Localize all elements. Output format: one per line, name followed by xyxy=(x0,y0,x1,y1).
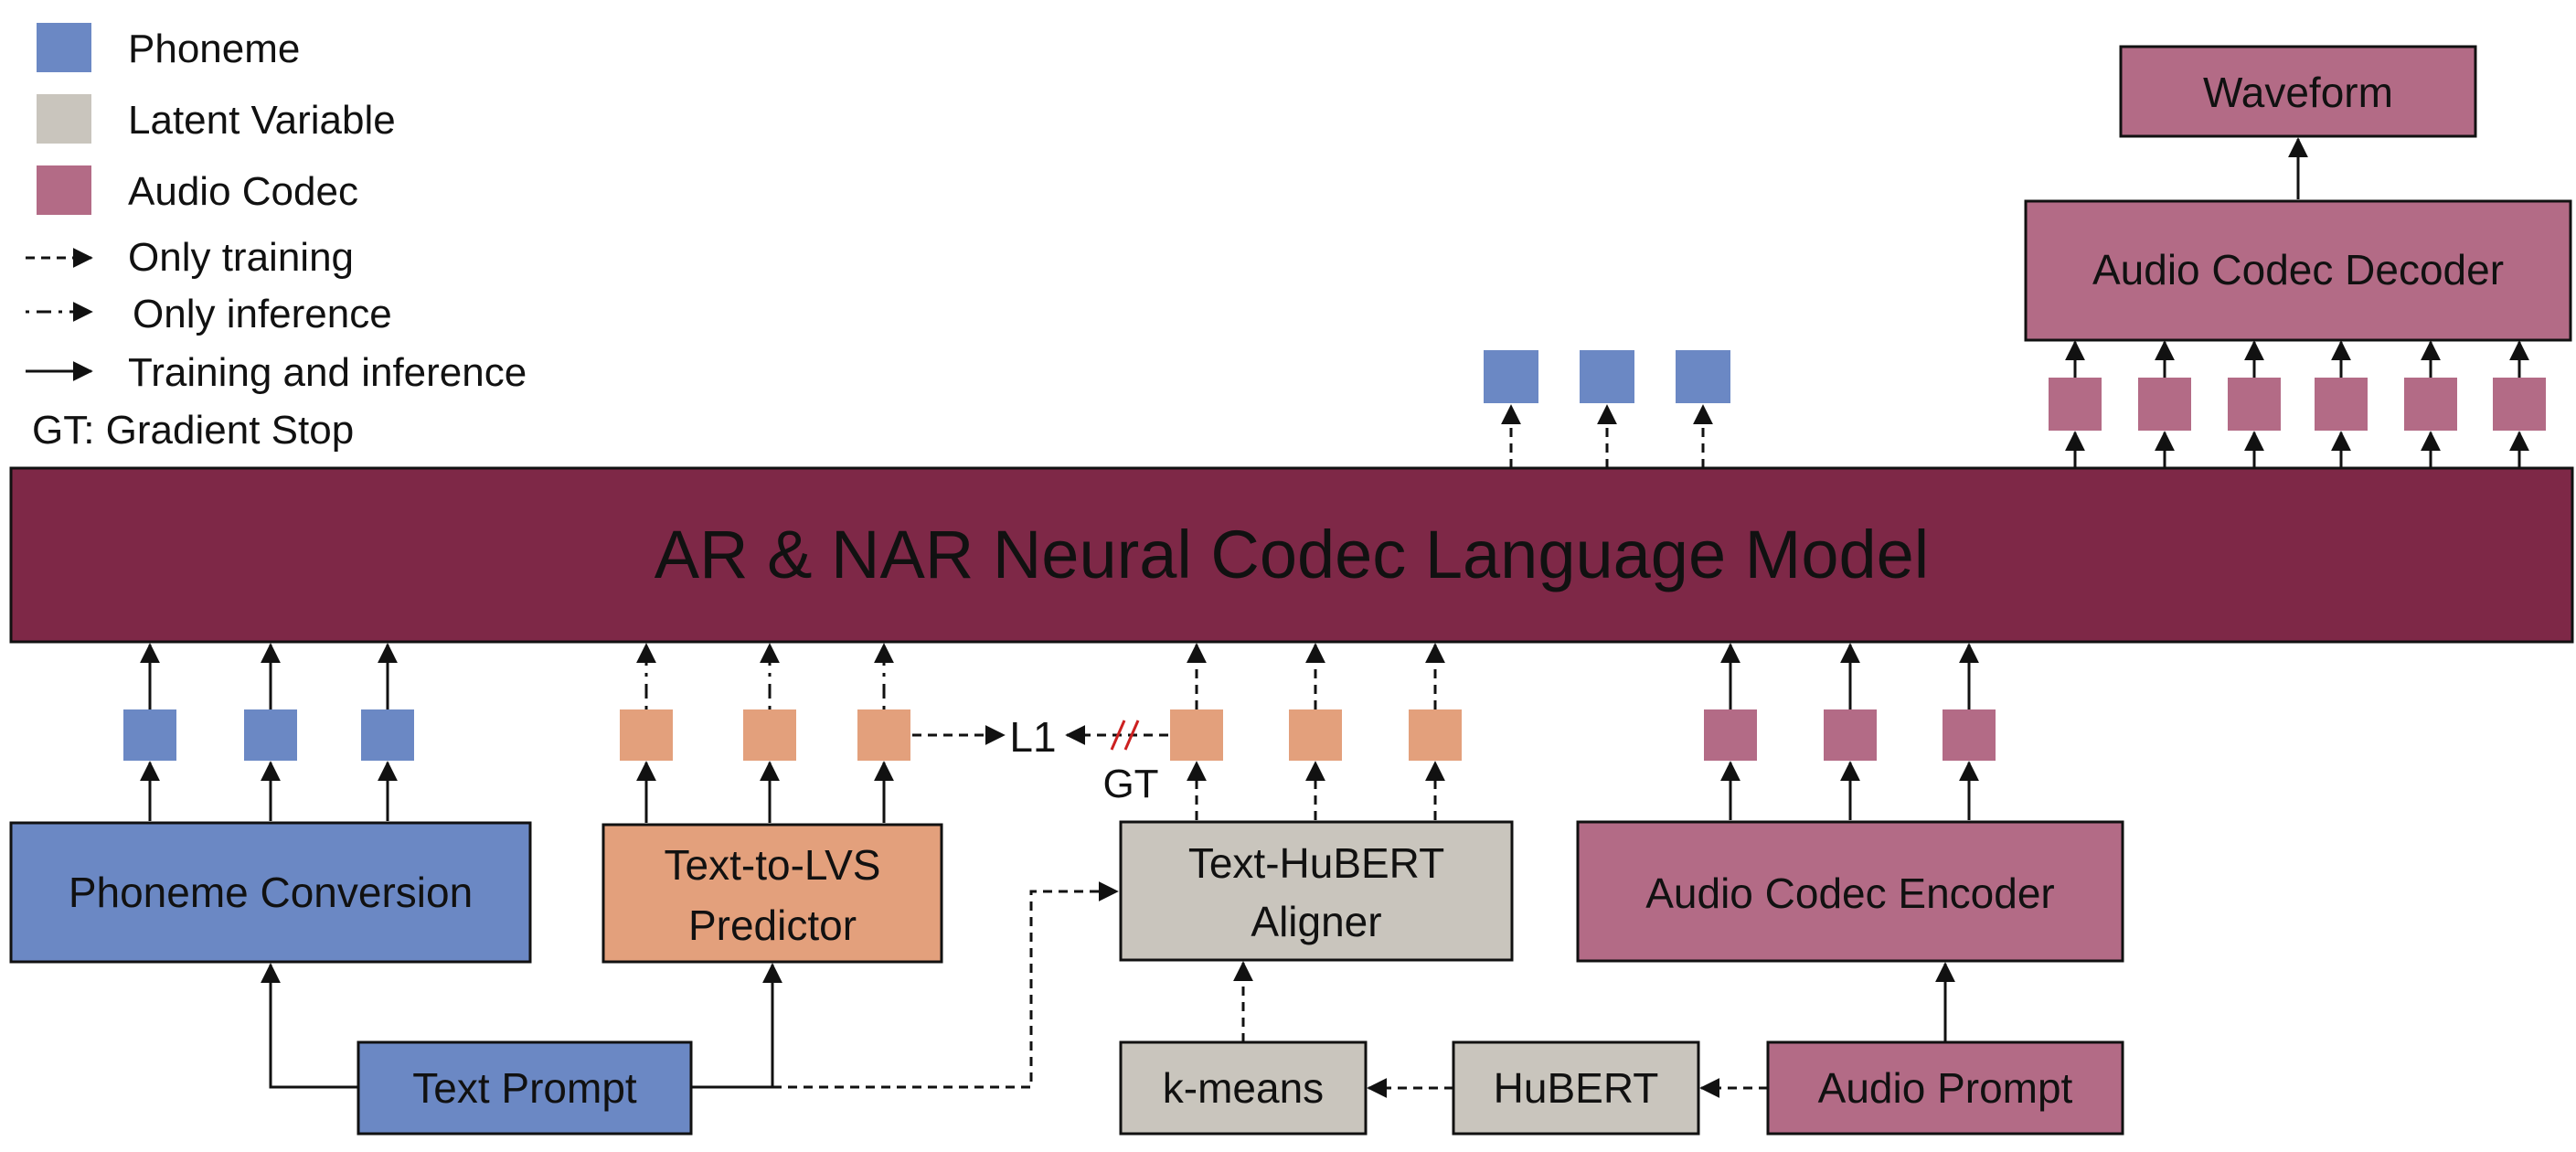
text-to-lvs-predictor-label-line1: Text-to-LVS xyxy=(665,841,881,889)
output-phoneme-token xyxy=(1676,350,1730,403)
text-hubert-aligner-label-line2: Aligner xyxy=(1251,898,1381,945)
audio-codec-encoder-label: Audio Codec Encoder xyxy=(1645,869,2055,917)
waveform-box xyxy=(2119,45,2477,138)
predicted-lvs-token xyxy=(743,709,796,761)
predicted-lvs-tokens xyxy=(620,643,910,823)
text-hubert-aligner-box xyxy=(1119,820,1514,962)
legend-only-training-label: Only training xyxy=(128,235,354,280)
legend-gradient-stop-label: GT: Gradient Stop xyxy=(32,408,354,453)
gradient-stop-mark xyxy=(1110,720,1140,751)
output-phoneme-tokens xyxy=(1484,350,1730,468)
output-phoneme-token xyxy=(1484,350,1538,403)
legend-phoneme-label: Phoneme xyxy=(128,27,300,71)
input-phoneme-tokens xyxy=(123,643,414,821)
legend-train-infer-label: Training and inference xyxy=(128,350,527,395)
audio-codec-decoder-label: Audio Codec Decoder xyxy=(2092,246,2504,293)
text-to-lvs-predictor-label-line2: Predictor xyxy=(688,901,857,949)
kmeans-label: k-means xyxy=(1163,1064,1324,1112)
output-codec-token xyxy=(2493,378,2546,431)
text-prompt-box xyxy=(357,1040,693,1136)
output-codec-token xyxy=(2404,378,2457,431)
phoneme-conversion-label: Phoneme Conversion xyxy=(69,869,473,916)
audio-prompt-box xyxy=(1766,1040,2124,1136)
text-prompt-to-predictor-arrow xyxy=(691,963,782,1089)
input-codec-token xyxy=(1704,709,1757,761)
input-codec-tokens xyxy=(1704,643,1996,820)
output-codec-token xyxy=(2049,378,2102,431)
legend-latent-swatch xyxy=(37,94,91,144)
audio-codec-decoder-box xyxy=(2024,199,2572,342)
aligned-lvs-token xyxy=(1409,709,1462,761)
text-prompt-to-aligner-arrow xyxy=(772,881,1119,1089)
audio-codec-encoder-box xyxy=(1576,820,2124,963)
neural-codec-language-model-box xyxy=(9,466,2574,644)
predicted-lvs-token xyxy=(857,709,910,761)
input-codec-token xyxy=(1943,709,1996,761)
text-prompt-label: Text Prompt xyxy=(412,1064,637,1112)
aligned-lvs-tokens xyxy=(1170,643,1462,820)
input-phoneme-token xyxy=(244,709,297,761)
output-codec-token xyxy=(2138,378,2191,431)
text-to-lvs-predictor-box xyxy=(601,823,943,964)
legend-latent-label: Latent Variable xyxy=(128,98,396,143)
text-prompt-to-phoneme-conversion-arrow xyxy=(261,963,358,1089)
audio-prompt-label: Audio Prompt xyxy=(1818,1064,2073,1112)
hubert-box xyxy=(1452,1040,1700,1136)
legend-codec-label: Audio Codec xyxy=(128,169,358,214)
output-codec-arrows xyxy=(2065,340,2529,468)
hubert-label: HuBERT xyxy=(1494,1064,1659,1112)
predicted-lvs-token xyxy=(620,709,673,761)
legend: Phoneme Latent Variable Audio Codec Only… xyxy=(26,23,527,453)
output-codec-tokens xyxy=(2049,378,2546,431)
output-phoneme-token xyxy=(1580,350,1634,403)
aligned-lvs-token xyxy=(1170,709,1223,761)
legend-codec-swatch xyxy=(37,165,91,215)
output-codec-token xyxy=(2228,378,2281,431)
text-hubert-aligner-label-line1: Text-HuBERT xyxy=(1188,839,1444,887)
neural-codec-language-model-label: AR & NAR Neural Codec Language Model xyxy=(655,517,1929,592)
gt-label: GT xyxy=(1102,762,1158,806)
output-codec-token xyxy=(2315,378,2368,431)
l1-loss-label: L1 xyxy=(1009,713,1056,761)
legend-only-inference-label: Only inference xyxy=(133,292,392,336)
aligned-lvs-token xyxy=(1289,709,1342,761)
phoneme-conversion-box xyxy=(9,821,532,964)
waveform-label: Waveform xyxy=(2203,69,2393,116)
input-phoneme-token xyxy=(361,709,414,761)
input-codec-token xyxy=(1824,709,1877,761)
input-phoneme-token xyxy=(123,709,176,761)
legend-phoneme-swatch xyxy=(37,23,91,72)
kmeans-box xyxy=(1119,1040,1368,1136)
